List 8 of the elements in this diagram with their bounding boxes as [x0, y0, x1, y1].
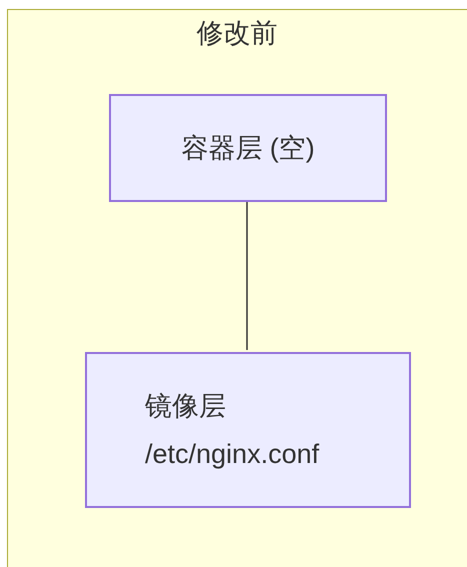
node-label: 容器层 (空) — [181, 132, 315, 165]
group-title: 修改前 — [196, 17, 278, 50]
node-label: /etc/nginx.conf — [145, 438, 320, 471]
node-label: 镜像层 — [145, 390, 226, 423]
group-box — [7, 9, 467, 567]
connector-line — [246, 202, 248, 350]
process-box — [85, 352, 411, 508]
process-box — [109, 94, 387, 202]
